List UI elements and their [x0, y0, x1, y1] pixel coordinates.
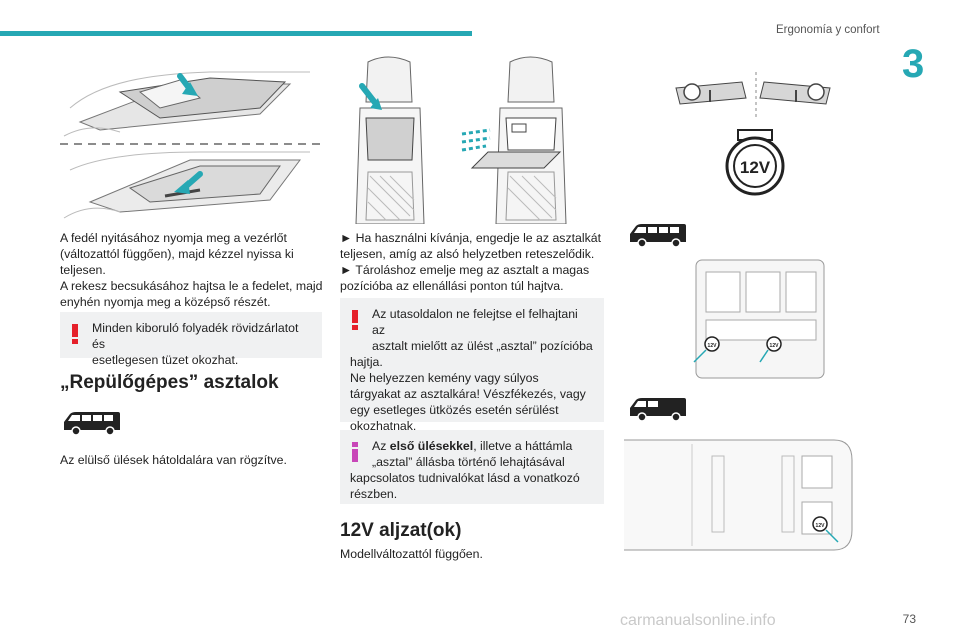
table-steps-text: ► Ha használni kívánja, engedje le az as…: [340, 231, 601, 293]
warning-icon: [72, 324, 78, 348]
12v-socket-icon: 12V: [720, 126, 790, 198]
passenger-floorplan: 12V 12V: [690, 258, 830, 380]
floorplan-socket-label: 12V: [770, 343, 780, 349]
table-fixed-text: Az elülső ülések hátoldalára van rögzítv…: [60, 453, 287, 467]
cargo-floorplan: 12V: [622, 434, 854, 556]
model-dependent-text: Modellváltozattól függően.: [340, 547, 483, 561]
cargo-socket-label: 12V: [816, 523, 826, 529]
warning-box-table: Az utasoldalon ne felejtse el felhajtani…: [340, 298, 604, 433]
heading-12v-sockets: 12V aljzat(ok): [340, 520, 462, 541]
info-box-front-seats: Az első ülésekkel, illetve a háttámla „a…: [340, 430, 604, 504]
storage-compartment-illustration: [60, 52, 322, 224]
heading-airplane-tables: „Repülőgépes” asztalok: [60, 372, 279, 393]
warning-icon: [352, 310, 358, 334]
page-number: 73: [902, 612, 916, 626]
watermark: carmanualsonline.info: [620, 612, 776, 629]
chapter-number: 3: [902, 42, 925, 86]
socket-label: 12V: [740, 158, 771, 177]
dashboard-sockets-illustration: [670, 72, 840, 120]
section-title: Ergonomía y confort: [776, 24, 880, 36]
warning-box-liquid: Minden kiboruló folyadék rövidzárlatot é…: [60, 312, 322, 367]
van-icon-long-2: [628, 222, 688, 248]
van-icon-long: [62, 410, 122, 436]
info-icon: [352, 442, 358, 466]
floorplan-socket-label: 12V: [708, 343, 718, 349]
header-accent-bar: [0, 31, 472, 36]
van-icon-short: [628, 396, 688, 422]
seatback-table-illustration: [340, 52, 602, 224]
intro-text: A fedél nyitásához nyomja meg a vezérlőt…: [60, 231, 323, 309]
